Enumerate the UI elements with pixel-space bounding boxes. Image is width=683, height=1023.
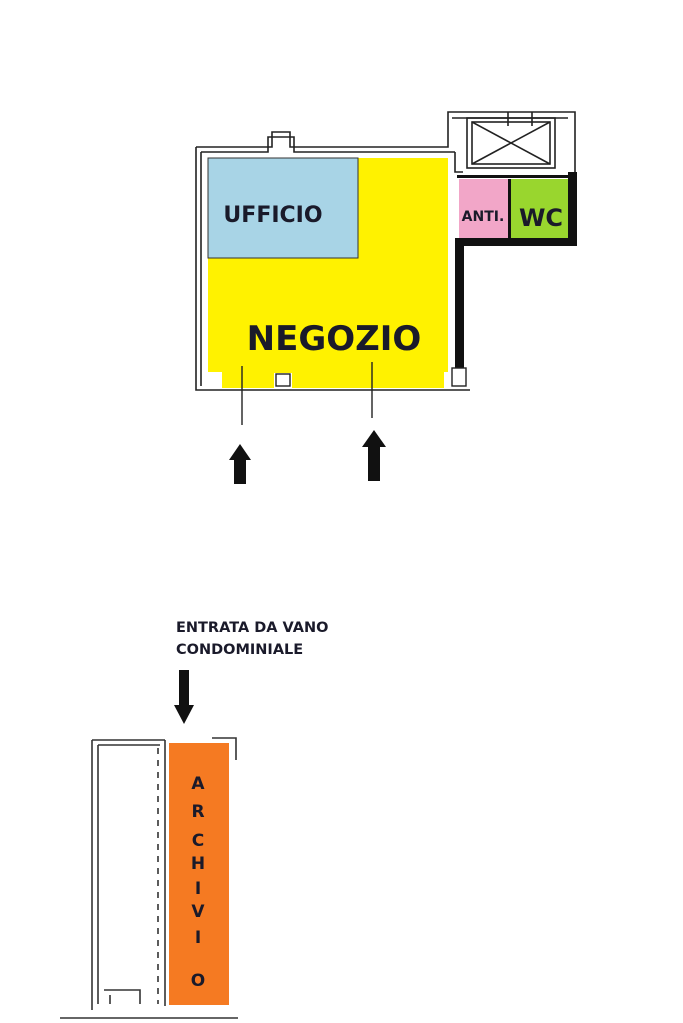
archivio-letter: I: [195, 879, 201, 899]
ufficio-room: [207, 157, 359, 259]
entrance-note-line2: CONDOMINIALE: [176, 642, 304, 658]
thick-walls: [455, 172, 577, 368]
elevator-shaft: [466, 112, 556, 169]
lower-plan-outline: [60, 737, 238, 1019]
archivio-letter: A: [191, 774, 205, 794]
arrow-up-icon: [362, 430, 386, 481]
archivio-letter: I: [195, 928, 201, 948]
entrance-markers: [241, 362, 373, 425]
wc-room: [510, 179, 568, 238]
archivio-letter: O: [191, 971, 205, 991]
negozio-label: NEGOZIO: [247, 319, 422, 359]
archivio-label: A R C H I V I O: [191, 774, 206, 991]
anti-room: [459, 179, 508, 238]
archivio-letter: H: [191, 854, 205, 874]
wc-label: WC: [519, 204, 563, 232]
archivio-room: [169, 743, 229, 1005]
arrow-up-icon: [229, 444, 251, 484]
ufficio-label: UFFICIO: [223, 203, 322, 228]
anti-label: ANTI.: [462, 209, 505, 225]
archivio-letter: V: [191, 902, 205, 922]
entrance-note: ENTRATA DA VANO CONDOMINIALE: [176, 617, 416, 661]
arrow-down-icon: [174, 670, 194, 724]
entrance-note-line1: ENTRATA DA VANO: [176, 620, 329, 636]
archivio-letter: C: [192, 831, 204, 851]
archivio-letter: R: [191, 802, 204, 822]
corner-pillar: [275, 367, 467, 387]
